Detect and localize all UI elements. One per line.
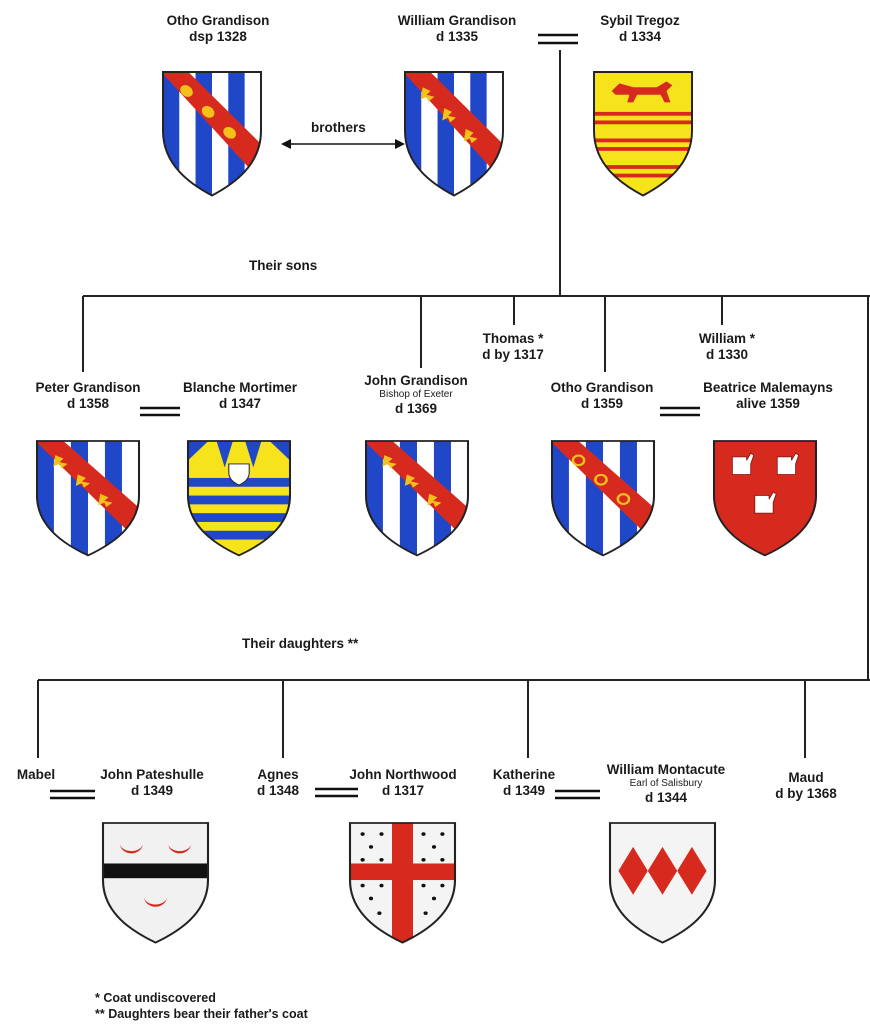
person-date: d 1359 [580,396,624,411]
marriage-katherine-montacute [555,789,600,800]
person-name: Beatrice Malemayns [703,380,833,395]
shield-william-montacute [610,823,715,947]
person-agnes: Agnes d 1348 [257,767,299,799]
person-name: John Pateshulle [100,767,204,782]
shield-blanche-mortimer [188,441,290,560]
marriage-peter-blanche [140,406,180,417]
brothers-label: brothers [311,120,366,135]
shield-john-pateshulle [103,823,208,947]
person-name: William Montacute [606,762,726,777]
person-date: d 1344 [644,790,688,805]
person-beatrice-malemayns: Beatrice Malemayns alive 1359 [703,380,833,412]
person-katherine: Katherine d 1349 [493,767,555,799]
tree-lines [37,50,870,758]
their-daughters-label: Their daughters ** [242,636,359,651]
person-date: d 1369 [394,401,438,416]
person-date: d 1358 [66,396,110,411]
person-date: d 1330 [705,347,749,362]
marriage-william-sybil [538,33,578,45]
person-title: Earl of Salisbury [629,778,703,789]
person-name: Otho Grandison [550,380,654,395]
person-date: d by 1317 [482,347,544,362]
person-william-montacute: William Montacute Earl of Salisbury d 13… [607,762,725,806]
person-date: d 1317 [381,783,425,798]
shield-sybil-tregoz [594,72,692,200]
person-date: d 1349 [502,783,546,798]
person-name: Blanche Mortimer [182,380,298,395]
person-mabel: Mabel [17,767,55,783]
person-william-younger: William * d 1330 [699,331,755,363]
marriage-otho-beatrice [660,406,700,417]
person-name: William Grandison [397,13,517,28]
footnote-daughters-coat: ** Daughters bear their father's coat [95,1007,308,1021]
marriage-marks [50,33,700,800]
person-thomas: Thomas * d by 1317 [482,331,544,363]
shield-otho-grandison-elder [163,64,273,200]
person-name: Maud [788,770,824,785]
person-william-grandison-elder: William Grandison d 1335 [398,13,516,45]
person-date: d 1334 [618,29,662,44]
person-date: alive 1359 [736,396,800,411]
person-name: John Grandison [364,373,468,388]
person-name: William * [698,331,756,346]
person-otho-grandison-younger: Otho Grandison d 1359 [551,380,654,412]
person-otho-grandison-elder: Otho Grandison dsp 1328 [167,13,270,45]
person-date: d by 1368 [775,786,837,801]
person-john-grandison: John Grandison Bishop of Exeter d 1369 [364,373,468,417]
shield-peter-grandison [37,434,151,560]
person-name: John Northwood [349,767,457,782]
person-blanche-mortimer: Blanche Mortimer d 1347 [183,380,297,412]
footnotes: * Coat undiscovered ** Daughters bear th… [95,990,308,1022]
person-date: d 1348 [256,783,300,798]
shield-otho-grandison-younger [552,434,666,560]
person-date: d 1349 [130,783,174,798]
person-date: dsp 1328 [189,29,247,44]
person-title: Bishop of Exeter [379,389,453,400]
person-date: d 1335 [435,29,479,44]
shield-john-northwood [350,823,455,947]
marriage-agnes-northwood [315,787,358,798]
person-name: Thomas * [482,331,544,346]
person-sybil-tregoz: Sybil Tregoz d 1334 [600,13,680,45]
person-name: Mabel [16,767,56,782]
person-name: Otho Grandison [166,13,270,28]
person-peter-grandison: Peter Grandison d 1358 [35,380,140,412]
shield-john-grandison [366,434,480,560]
person-john-pateshulle: John Pateshulle d 1349 [100,767,204,799]
marriage-mabel-pateshulle [50,789,95,800]
person-maud: Maud d by 1368 [775,770,837,802]
person-name: Agnes [257,767,299,782]
shield-william-grandison-elder [405,64,515,200]
person-name: Katherine [492,767,556,782]
their-sons-label: Their sons [249,258,318,273]
person-name: Sybil Tregoz [600,13,680,28]
person-john-northwood: John Northwood d 1317 [349,767,456,799]
person-name: Peter Grandison [35,380,141,395]
shield-beatrice-malemayns [714,441,816,560]
person-date: d 1347 [218,396,262,411]
footnote-coat-undiscovered: * Coat undiscovered [95,991,216,1005]
